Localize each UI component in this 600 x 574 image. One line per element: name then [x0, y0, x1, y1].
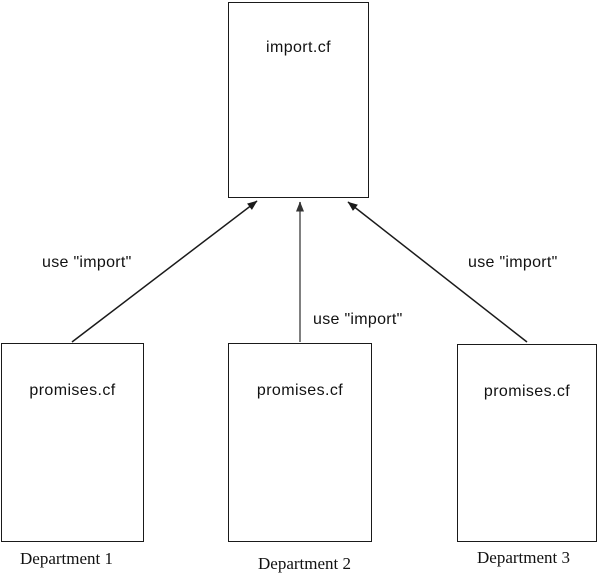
promises-cf-label: promises.cf — [256, 382, 344, 399]
edge-label-dept1: use "import" — [42, 254, 132, 271]
department-caption-1: Department 1 — [20, 549, 113, 568]
promises-cf-label: promises.cf — [29, 382, 116, 399]
promises-cf-node-dept2: promises.cf — [228, 343, 372, 542]
promises-cf-node-dept1: promises.cf — [1, 343, 144, 542]
promises-cf-label: promises.cf — [483, 383, 571, 400]
edge-label-dept2: use "import" — [313, 311, 403, 328]
import-cf-node: import.cf — [228, 2, 369, 198]
edge-arrow-dept3-to-import — [347, 201, 528, 343]
edge-arrow-dept1-to-import — [71, 200, 258, 343]
department-caption-2: Department 2 — [258, 554, 351, 573]
department-caption-3: Department 3 — [477, 548, 570, 567]
import-cf-label: import.cf — [266, 39, 331, 56]
edge-label-dept3: use "import" — [468, 254, 558, 271]
promises-cf-node-dept3: promises.cf — [457, 344, 597, 542]
